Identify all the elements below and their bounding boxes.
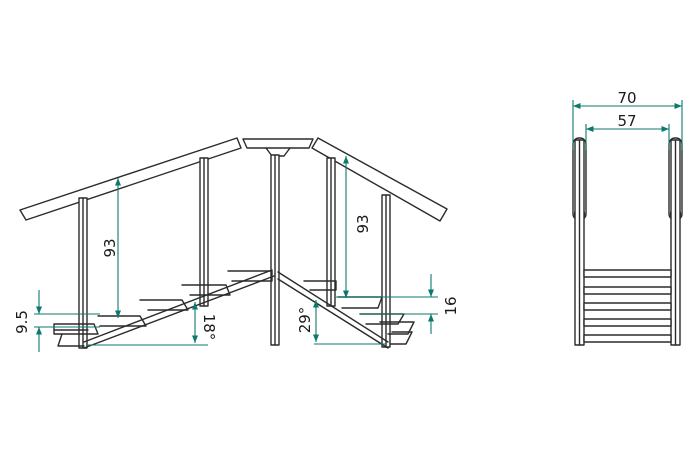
dim-inner-width: 57 [617,112,636,130]
center-post [270,154,280,346]
dim-step-right: 16 [442,296,460,315]
side-view: 93 9.5 18° 93 16 29° [13,137,460,352]
left-handrail [19,137,242,221]
top-handrail-cap [242,138,314,149]
dim-angle-right: 29° [296,307,314,334]
front-view: 70 57 [572,89,683,346]
dim-angle-left: 18° [200,314,218,341]
front-view-dimensions: 70 57 [572,89,683,150]
side-view-dimensions: 93 9.5 18° 93 16 29° [13,156,460,352]
left-stringer [83,269,275,349]
left-posts [78,157,209,349]
dim-step-left: 9.5 [13,310,31,334]
dim-rise-left: 93 [101,238,119,257]
dim-overall-width: 70 [617,89,636,107]
dim-rise-right: 93 [354,214,372,233]
front-steps [583,269,672,343]
right-stringer [277,271,389,349]
right-steps [303,280,415,345]
